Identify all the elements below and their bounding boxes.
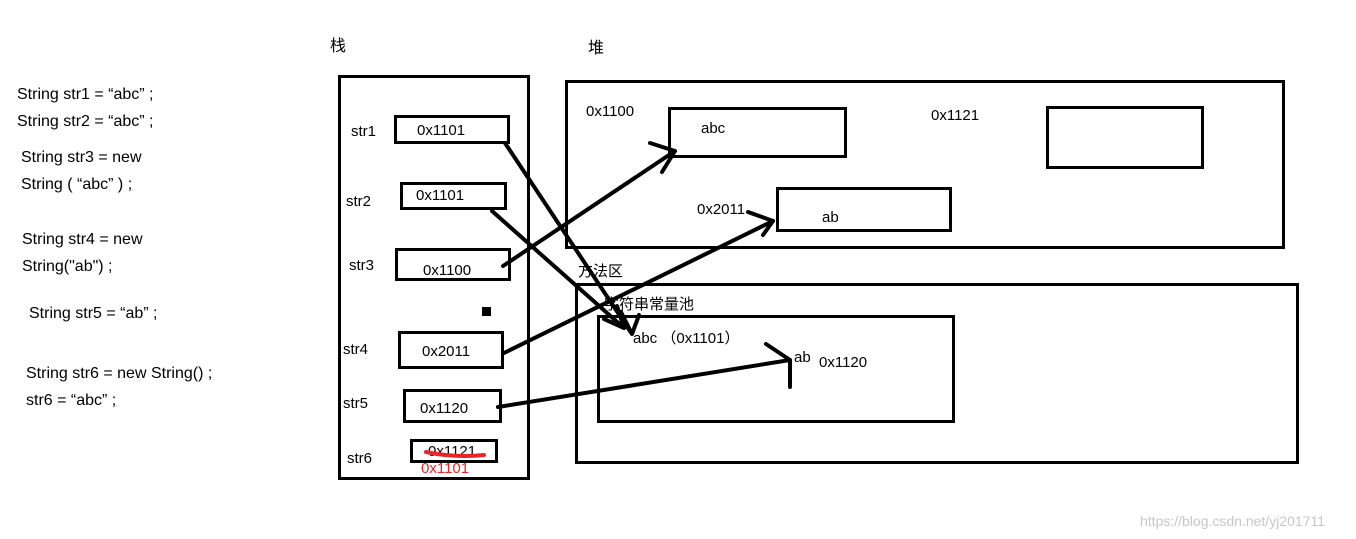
stack-slot-str2 xyxy=(400,182,507,210)
stack-var-name-str4: str4 xyxy=(343,341,369,358)
stack-value-str1: 0x1101 xyxy=(417,122,466,139)
heap-obj2 xyxy=(1046,106,1204,169)
strike-str6 xyxy=(424,450,486,458)
code-line-3b: String ( “abc” ) ; xyxy=(21,176,133,193)
stack-slot-str6 xyxy=(410,439,498,463)
stack-slot-str1 xyxy=(394,115,510,144)
watermark: https://blog.csdn.net/yj201711 xyxy=(1140,513,1325,529)
stack-value-str4: 0x2011 xyxy=(422,343,471,360)
string-pool-entry-ab: ab xyxy=(794,349,811,366)
string-pool-entry-abc: abc （0x1101） xyxy=(633,330,740,347)
heap-obj2-address: 0x1121 xyxy=(931,107,980,124)
code-line-2: String str2 = “abc” ; xyxy=(17,113,154,130)
stack-var-name-str3: str3 xyxy=(349,257,375,274)
code-line-6b: str6 = “abc” ; xyxy=(26,392,117,409)
code-line-5: String str5 = “ab” ; xyxy=(29,305,158,322)
stack-var-name-str1: str1 xyxy=(351,123,377,140)
heap-title: 堆 xyxy=(588,40,605,57)
heap-obj1-value: abc xyxy=(701,120,726,137)
stack-var-name-str2: str2 xyxy=(346,193,372,210)
string-pool-title: 字符串常量池 xyxy=(604,296,695,313)
code-line-4a: String str4 = new xyxy=(22,231,143,248)
stack-value-str3: 0x1100 xyxy=(423,262,472,279)
stack-slot-str3 xyxy=(395,248,511,281)
arrow-str3-to-heap-obj1 xyxy=(501,141,677,268)
heap-obj3 xyxy=(776,187,952,232)
stack-title: 栈 xyxy=(330,38,347,55)
heap-obj3-value: ab xyxy=(822,209,839,226)
stack-var-name-str6: str6 xyxy=(347,450,373,467)
method-area-frame xyxy=(575,283,1299,464)
code-line-3a: String str3 = new xyxy=(21,149,142,166)
stack-slot-str4 xyxy=(398,331,504,369)
stack-value-str5: 0x1120 xyxy=(420,400,469,417)
code-line-4b: String("ab") ; xyxy=(22,258,113,275)
stack-frame xyxy=(338,75,530,480)
stack-value-str6-new: 0x1101 xyxy=(421,460,470,477)
string-pool-frame xyxy=(597,315,955,423)
code-line-6a: String str6 = new String() ; xyxy=(26,365,213,382)
arrow-str5-to-pool-ab xyxy=(496,342,792,409)
heap-frame xyxy=(565,80,1285,249)
stack-value-str2: 0x1101 xyxy=(416,187,465,204)
heap-obj1-address: 0x1100 xyxy=(586,103,635,120)
heap-obj1 xyxy=(668,107,847,158)
heap-obj3-address: 0x2011 xyxy=(697,201,746,218)
string-pool-entry-ab-address: 0x1120 xyxy=(819,354,868,371)
stack-var-name-str5: str5 xyxy=(343,395,369,412)
code-line-1: String str1 = “abc” ; xyxy=(17,86,154,103)
arrow-str2-to-pool xyxy=(490,209,626,330)
stray-dot xyxy=(482,307,491,316)
arrow-str4-to-heap-obj3 xyxy=(502,210,775,355)
